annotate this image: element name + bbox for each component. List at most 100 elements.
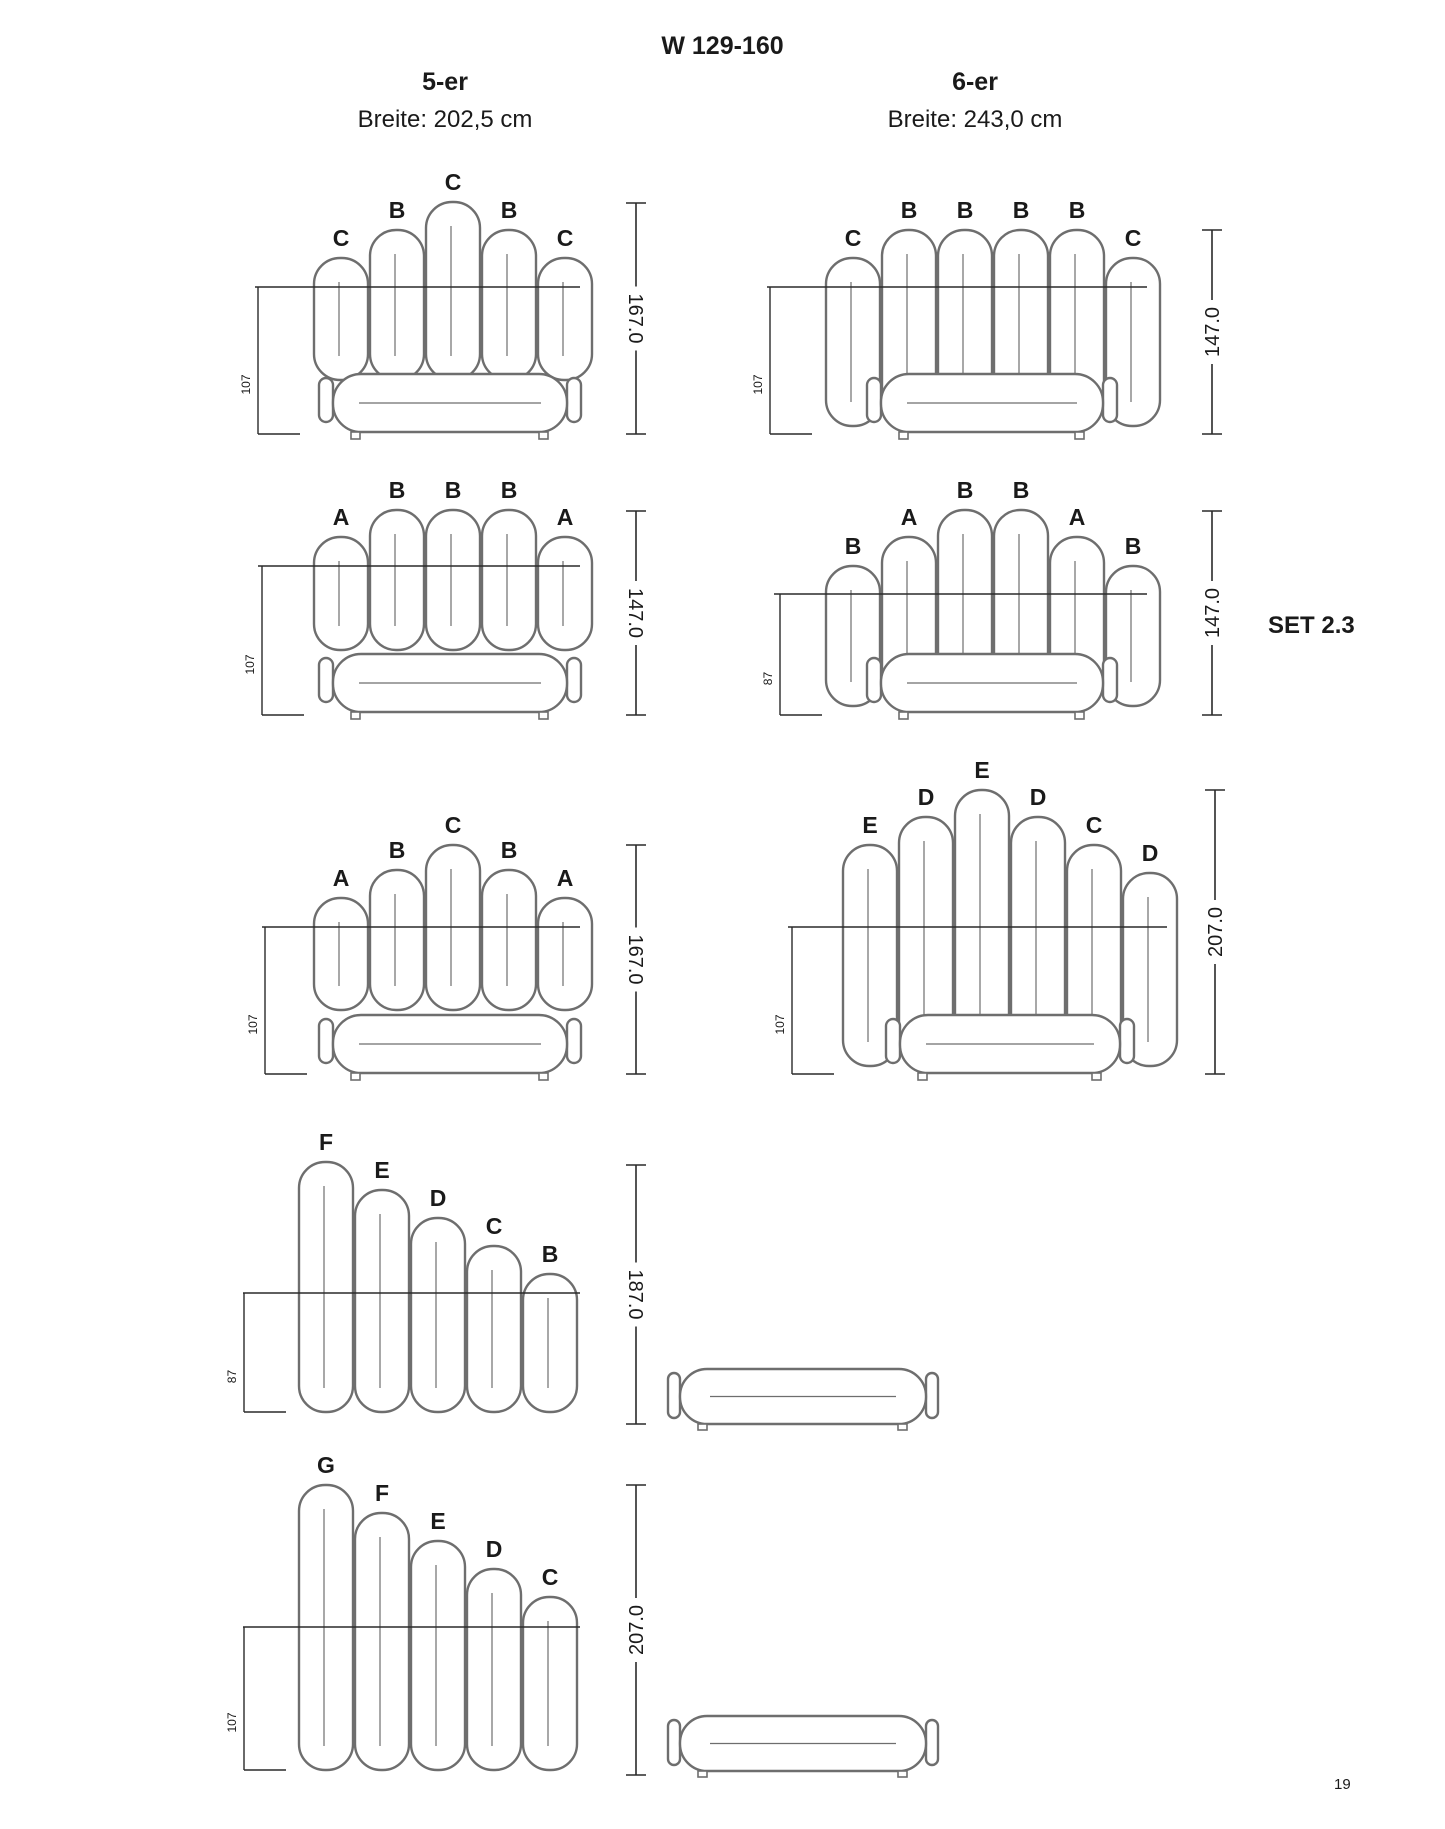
back-cushion — [297, 1160, 355, 1414]
page-title: W 129-160 — [661, 32, 784, 60]
dimension-label-bg — [624, 1262, 648, 1327]
seat-height-label: 87 — [761, 672, 775, 686]
cushion-letter: E — [974, 757, 989, 783]
armrest-left — [865, 656, 883, 704]
cushion-letter: C — [333, 225, 350, 251]
cushion-letter: D — [1142, 840, 1159, 866]
armrest-right — [1101, 656, 1119, 704]
back-cushion — [536, 256, 594, 382]
cushion-letter: E — [430, 1508, 445, 1534]
armrest-left — [317, 1017, 335, 1065]
foot — [897, 1423, 908, 1431]
total-height-label: 187.0 — [624, 1269, 646, 1319]
cushion-letter: F — [375, 1480, 389, 1506]
back-cushion — [480, 868, 538, 1012]
armrest-left — [666, 1718, 682, 1767]
back-cushion — [536, 896, 594, 1012]
dimension-label-bg — [1200, 300, 1224, 364]
back-cushion — [312, 256, 370, 382]
back-cushion — [353, 1511, 411, 1772]
foot — [350, 711, 361, 720]
total-height-label: 147.0 — [1202, 307, 1224, 357]
total-height-label: 167.0 — [624, 293, 646, 343]
back-cushion — [536, 535, 594, 652]
armrest-right — [924, 1718, 940, 1767]
cushion-letter: D — [486, 1536, 503, 1562]
total-height-label: 207.0 — [626, 1605, 648, 1655]
seat-height-label: 107 — [751, 374, 765, 394]
dimension-label-bg — [624, 1598, 648, 1662]
cushion-letter: D — [430, 1185, 447, 1211]
cushion-letter: C — [845, 225, 862, 251]
foot — [538, 1072, 549, 1081]
column-heading-6er: 6-er — [952, 68, 998, 96]
cushion-letter: C — [445, 169, 462, 195]
cushion-letter: E — [862, 812, 877, 838]
cushion-letter: C — [1086, 812, 1103, 838]
dimension-label-bg — [624, 581, 648, 645]
column-width-6er: Breite: 243,0 cm — [887, 106, 1063, 133]
foot — [898, 431, 909, 440]
cushion-letter: B — [389, 477, 406, 503]
foot — [1074, 711, 1085, 720]
foot — [697, 1770, 708, 1778]
cushion-letter: C — [486, 1213, 503, 1239]
back-cushion — [312, 535, 370, 652]
armrest-left — [884, 1017, 902, 1065]
cushion-letter: A — [333, 504, 350, 530]
armrest-right — [565, 1017, 583, 1065]
foot — [1074, 431, 1085, 440]
cushion-letter: C — [557, 225, 574, 251]
total-height-label: 167.0 — [624, 934, 646, 984]
cushion-letter: E — [374, 1157, 389, 1183]
back-cushion — [353, 1188, 411, 1414]
back-cushion — [465, 1244, 523, 1414]
back-cushion — [424, 200, 482, 382]
seat-height-label: 107 — [239, 374, 253, 394]
cushion-letter: B — [501, 197, 518, 223]
cushion-letter: C — [542, 1564, 559, 1590]
cushion-letter: F — [319, 1129, 333, 1155]
seat-height-label: 107 — [225, 1712, 239, 1732]
cushion-letter: B — [845, 533, 862, 559]
cushion-letter: B — [542, 1241, 559, 1267]
cushion-letter: D — [1030, 784, 1047, 810]
set-label: SET 2.3 — [1268, 612, 1355, 639]
back-cushion — [521, 1595, 579, 1772]
armrest-left — [317, 656, 335, 704]
back-cushion — [480, 228, 538, 382]
page-number: 19 — [1334, 1776, 1351, 1793]
foot — [538, 431, 549, 440]
back-cushion — [409, 1539, 467, 1772]
cushion-letter: A — [333, 865, 350, 891]
cushion-letter: D — [918, 784, 935, 810]
foot — [697, 1423, 708, 1431]
foot — [350, 431, 361, 440]
armrest-right — [565, 656, 583, 704]
column-heading-5er: 5-er — [422, 68, 468, 96]
foot — [350, 1072, 361, 1081]
dimension-label-bg — [624, 927, 648, 992]
back-cushion — [409, 1216, 467, 1414]
cushion-letter: B — [957, 197, 974, 223]
back-cushion — [1104, 564, 1162, 708]
armrest-right — [1101, 376, 1119, 424]
column-width-5er: Breite: 202,5 cm — [357, 106, 533, 133]
back-cushion — [1121, 871, 1179, 1068]
cushion-letter: B — [1013, 477, 1030, 503]
foot — [898, 711, 909, 720]
armrest-right — [565, 376, 583, 424]
cushion-letter: B — [1125, 533, 1142, 559]
back-cushion — [841, 843, 899, 1068]
foot — [897, 1770, 908, 1778]
cushion-letter: B — [501, 477, 518, 503]
total-height-label: 147.0 — [624, 588, 646, 638]
back-cushion — [312, 896, 370, 1012]
cushion-letter: B — [389, 197, 406, 223]
armrest-right — [1118, 1017, 1136, 1065]
cushion-letter: B — [901, 197, 918, 223]
back-cushion — [368, 508, 426, 652]
cushion-letter: A — [1069, 504, 1086, 530]
